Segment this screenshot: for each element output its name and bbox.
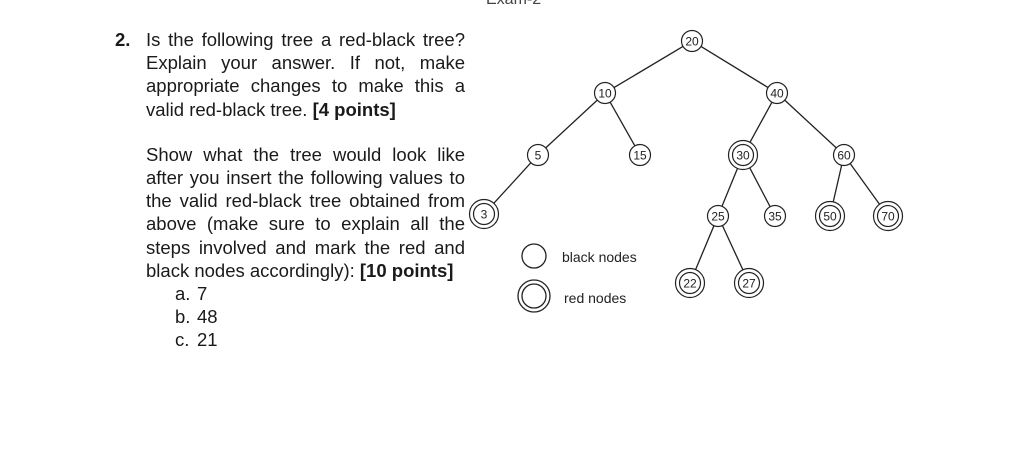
tree-edge [784,99,837,149]
tree-edge [493,162,532,204]
tree-node-27: 27 [733,267,765,299]
tree-edge [749,167,771,208]
list-item: b.48 [175,306,218,328]
tree-node-label: 27 [742,277,756,291]
question-block: 2. Is the following tree a red-black tre… [115,28,465,351]
tree-node-35: 35 [763,204,787,228]
question-part-2: Show what the tree would look like after… [146,143,465,282]
tree-node-5: 5 [526,143,550,167]
tree-nodes: 20 10 40 5 15 30 60 3 25 35 50 70 22 27 [468,29,904,299]
tree-node-label: 3 [481,208,488,222]
tree-node-label: 30 [736,149,750,163]
tree-node-label: 35 [768,210,782,224]
tree-edge [694,225,715,270]
tree-edge [749,101,773,143]
tree-node-label: 5 [535,149,542,163]
tree-edge [613,45,684,89]
tree-node-30: 30 [727,139,759,171]
tree-edge [721,168,739,207]
tree-node-22: 22 [674,267,706,299]
tree-edge [700,45,769,89]
tree-node-50: 50 [814,200,846,232]
tree-node-10: 10 [593,81,617,105]
tree-node-label: 15 [633,149,647,163]
question-part-2-text: Show what the tree would look like after… [146,143,465,281]
question-part-1-text: Is the following tree a red-black tree? … [146,29,465,120]
tree-edge [721,225,744,271]
tree-edges [493,45,881,271]
tree-node-label: 10 [598,87,612,101]
insert-values-list: a.7 b.48 c.21 [175,282,465,351]
tree-node-label: 50 [823,210,837,224]
legend-symbols [517,243,551,313]
tree-node-label: 40 [770,87,784,101]
tree-node-label: 70 [881,210,895,224]
tree-node-label: 22 [683,277,697,291]
tree-node-15: 15 [628,143,652,167]
tree-node-label: 25 [711,210,725,224]
question-part-1-points: [4 points] [312,98,396,120]
tree-node-70: 70 [872,200,904,232]
tree-node-3: 3 [468,198,500,230]
tree-node-20: 20 [680,29,704,53]
list-item: a.7 [175,283,208,305]
tree-node-60: 60 [832,143,856,167]
tree-edge [545,99,598,149]
tree-edge [832,165,843,203]
list-item: c.21 [175,329,218,351]
tree-edge [609,101,636,147]
page-header: Exam-2 [486,0,541,9]
tree-node-label: 60 [837,149,851,163]
tree-node-25: 25 [706,204,730,228]
question-number: 2. [115,29,131,50]
legend-red-node-symbol [517,279,551,313]
tree-node-40: 40 [765,81,789,105]
legend-black-node-symbol [521,243,547,269]
legend-red-label: red nodes [564,290,627,306]
legend-black-label: black nodes [562,249,637,265]
tree-node-label: 20 [685,35,699,49]
question-part-2-points: [10 points] [359,259,454,281]
question-part-1: Is the following tree a red-black tree? … [146,28,465,121]
tree-edge [849,163,881,205]
